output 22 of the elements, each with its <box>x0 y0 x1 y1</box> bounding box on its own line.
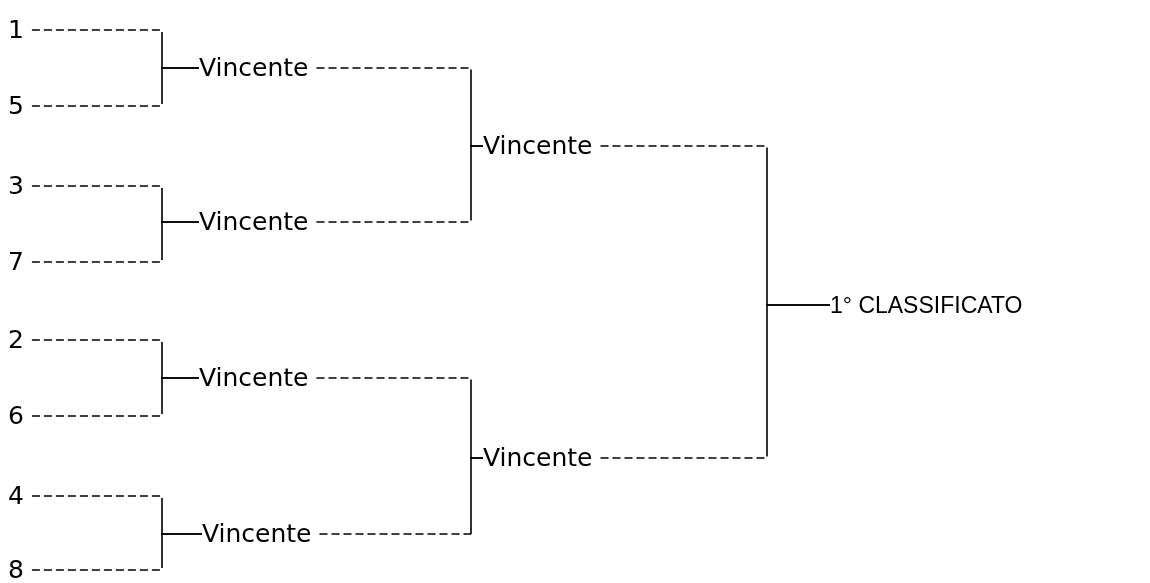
seed-number: 2 <box>8 325 24 355</box>
seed-number: 7 <box>8 247 24 277</box>
seed-number: 5 <box>8 91 24 121</box>
bracket-line <box>31 533 203 571</box>
seed-number: 3 <box>8 171 24 201</box>
bracket-line <box>31 221 200 263</box>
seed-number: 4 <box>8 481 24 511</box>
winner-label: Vincente <box>483 443 593 473</box>
winner-label: Vincente <box>202 519 312 549</box>
bracket-line <box>31 67 200 107</box>
winner-label: Vincente <box>199 53 309 83</box>
winner-label: Vincente <box>199 207 309 237</box>
bracket-line <box>315 145 484 223</box>
bracket-line <box>318 457 484 535</box>
winner-label: Vincente <box>483 131 593 161</box>
bracket-line <box>599 304 831 459</box>
bracket-line <box>31 377 200 417</box>
seed-number: 8 <box>8 555 24 583</box>
winner-label: Vincente <box>199 363 309 393</box>
seed-number: 6 <box>8 401 24 431</box>
champion-label: 1° CLASSIFICATO <box>830 290 1023 320</box>
seed-number: 1 <box>8 15 24 45</box>
